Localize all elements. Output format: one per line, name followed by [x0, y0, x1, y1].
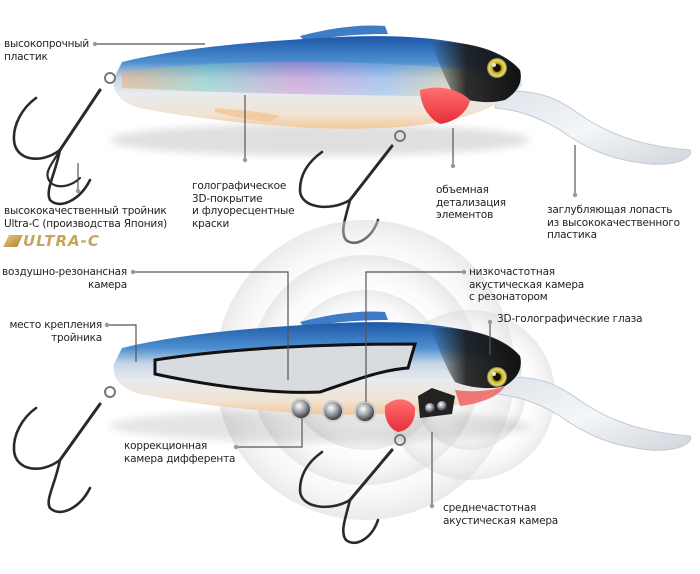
logo-text: ULTRA-C: [23, 232, 100, 250]
label-diving-lip: заглубляющая лопасть из высококачественн…: [547, 204, 680, 241]
lure-eye: [487, 58, 507, 78]
trim-chamber-balls: [290, 398, 376, 423]
rear-treble-hook-bottom: [12, 386, 116, 514]
lure-shadow-bottom: [110, 410, 530, 442]
label-high-strength-plastic: высокопрочный пластик: [4, 38, 89, 63]
mid-chamber-ball: [437, 401, 447, 411]
rear-treble-hook: [12, 72, 116, 206]
lure-head: [430, 41, 521, 103]
eye-highlight: [492, 63, 496, 67]
label-low-frequency-chamber: низкочастотная акустическая камера с рез…: [469, 266, 585, 303]
label-hook-mount: место крепления тройника: [9, 319, 102, 344]
leader-dots-bottom: [104, 269, 493, 509]
air-resonance-chamber: [153, 342, 418, 394]
holographic-band: [122, 61, 470, 96]
leader-lines-top: [77, 43, 576, 194]
hook-mount-red: [384, 399, 416, 432]
label-air-resonance-chamber: воздушно-резонансная камера: [1, 266, 127, 291]
eye-highlight-bottom: [492, 372, 496, 376]
front-treble-hook-bottom: [298, 434, 406, 545]
label-3d-detailing: объемная детализация элементов: [436, 184, 506, 221]
label-3d-eyes: 3D-голографические глаза: [497, 313, 643, 325]
lure-eye-bottom: [487, 367, 507, 387]
lure-shadow: [110, 124, 530, 156]
label-treble-hook: высококачественный тройник Ultra-C (прои…: [4, 205, 167, 230]
ultra-c-logo-mark-icon: [3, 235, 23, 247]
label-holographic-coating: голографическое 3D-покрытие и флуоресцен…: [192, 180, 295, 230]
ventral-fin: [215, 108, 280, 122]
lure-cutaway-view: [12, 311, 692, 545]
label-trim-chamber: коррекционная камера дифферента: [124, 440, 236, 465]
pectoral-fin: [420, 87, 470, 124]
label-mid-frequency-chamber: среднечастотная акустическая камера: [443, 502, 559, 527]
leader-lines-bottom: [108, 271, 491, 505]
gill-red-bottom: [455, 386, 505, 406]
leader-dots-top: [75, 41, 578, 198]
mid-chamber-ball: [425, 403, 435, 413]
diving-lip-bottom: [494, 376, 692, 451]
lure-exterior-view: [12, 25, 692, 245]
ultra-c-logo: ULTRA-C: [3, 232, 100, 250]
diving-lip: [494, 90, 692, 165]
